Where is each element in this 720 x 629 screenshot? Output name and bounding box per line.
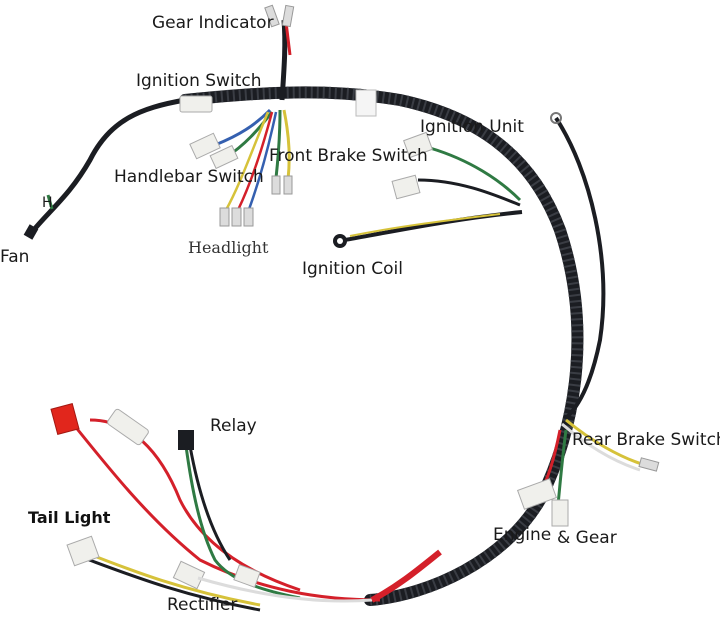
label-handlebar-switch: Handlebar Switch	[114, 167, 264, 187]
ignition-unit-connector-2	[391, 174, 421, 200]
label-rear-brake-switch: Rear Brake Switch	[572, 430, 720, 450]
relay-connector	[178, 430, 194, 450]
label-rectifier: Rectifier	[167, 595, 238, 615]
ignition-switch-connector	[179, 95, 213, 113]
label-gear-indicator: Gear Indicator	[152, 13, 274, 33]
label-fan: Fan	[0, 247, 30, 267]
fan-branch	[29, 97, 188, 235]
ignition-unit-connector-1	[403, 131, 433, 159]
gear-connector	[551, 499, 569, 527]
label-engine: Engine	[493, 525, 552, 545]
label-ignition-coil: Ignition Coil	[302, 259, 403, 279]
label-and-gear: & Gear	[557, 528, 617, 548]
tail-light-connector	[66, 535, 100, 567]
label-tail-light: Tail Light	[28, 508, 111, 527]
rectifier-connector-1	[172, 560, 206, 590]
label-headlight: Headlight	[188, 238, 269, 257]
gear-indicator-branch	[279, 19, 288, 101]
label-relay: Relay	[210, 416, 257, 436]
fuse-holder	[107, 408, 149, 446]
rectifier-connector-2	[233, 564, 261, 588]
tail-light-fuse	[50, 402, 80, 436]
handlebar-switch-connector-1	[189, 132, 221, 160]
label-ignition-unit: Ignition Unit	[420, 117, 524, 137]
label-front-brake-switch: Front Brake Switch	[269, 146, 428, 166]
label-fan-h: H	[42, 195, 53, 211]
engine-connector	[516, 478, 558, 510]
label-ignition-switch: Ignition Switch	[136, 71, 262, 91]
handlebar-switch-connector-2	[209, 144, 239, 170]
